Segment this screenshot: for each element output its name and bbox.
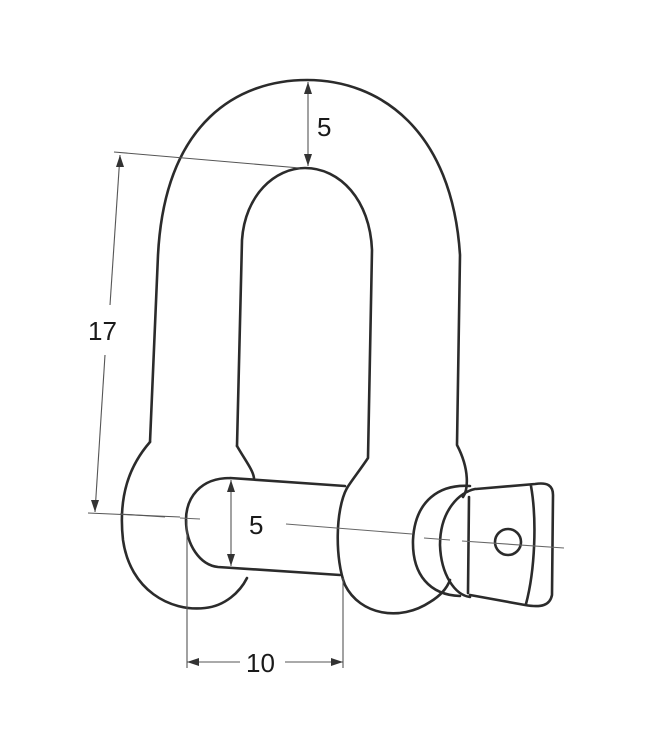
pin-head <box>466 482 555 608</box>
shackle-left-eye <box>120 440 249 610</box>
dimension-label-crown: 5 <box>317 112 331 142</box>
pin-head-hole <box>493 527 523 557</box>
shackle-outer-bow <box>148 78 469 499</box>
shackle-inner-bow <box>235 166 374 490</box>
dimension-label-width: 10 <box>246 648 275 678</box>
dimension-pin-diameter: 5 <box>227 480 263 566</box>
shackle-pin <box>184 476 347 577</box>
dimension-crown-thickness: 5 <box>304 82 331 166</box>
shackle-right-eye <box>336 486 452 615</box>
extension-line-top <box>113 151 301 169</box>
dimension-label-pin: 5 <box>249 510 263 540</box>
shackle-left-neck <box>235 444 256 480</box>
dimension-label-length: 17 <box>88 316 117 346</box>
pin-collar <box>411 484 477 599</box>
dimension-inside-length: 17 <box>88 154 124 513</box>
extension-line-bottom <box>87 512 181 518</box>
dimension-inside-width: 10 <box>186 520 344 678</box>
